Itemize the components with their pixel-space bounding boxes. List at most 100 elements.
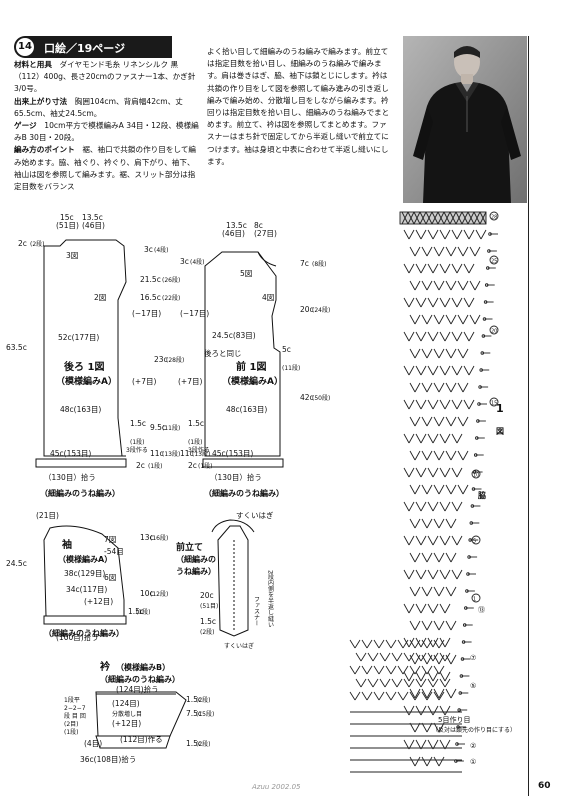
mesh-stitch	[444, 671, 451, 682]
mesh-stitch	[457, 416, 464, 427]
bottom-mesh-stitch	[378, 691, 385, 701]
mesh-stitch	[409, 246, 416, 257]
mesh-stitch	[415, 331, 422, 342]
mesh-stitch	[439, 603, 446, 614]
mesh-stitch	[420, 399, 427, 410]
mesh-stitch	[408, 365, 415, 376]
bottom-mesh-stitch	[373, 639, 380, 649]
back-armhole-height-label: 21.5c	[140, 275, 161, 284]
mesh-stitch	[439, 297, 446, 308]
placket-title: 前立て	[176, 541, 203, 553]
mesh-stitch	[415, 671, 422, 682]
mesh-stitch	[408, 671, 415, 682]
front-neck-stitches-label: (27目)	[254, 229, 277, 238]
mesh-stitch	[433, 620, 440, 631]
mesh-stitch	[420, 671, 427, 682]
mesh-stitch	[421, 518, 428, 529]
back-rib-rows-label: (1段)	[148, 462, 163, 470]
bottom-mesh-stitch	[432, 678, 439, 688]
collar-note-2: 2−2−7	[64, 705, 86, 712]
back-neck-rows-label: (2段)	[30, 240, 45, 248]
mesh-stitch	[438, 756, 445, 767]
mesh-stitch	[420, 263, 427, 274]
mesh-stitch	[421, 620, 428, 631]
bottom-mesh-stitch	[391, 652, 398, 662]
bottom-mesh-stitch	[397, 639, 404, 649]
bottom-mesh-stitch	[391, 678, 398, 688]
page-header-title: 口絵／19ページ	[44, 42, 126, 55]
bottom-mesh-stitch	[438, 639, 445, 649]
mesh-stitch	[445, 552, 452, 563]
mesh-stitch	[427, 399, 434, 410]
mesh-stitch	[414, 552, 421, 563]
band-hatch	[419, 211, 427, 225]
mesh-stitch	[456, 467, 463, 478]
bottom-mesh-stitch	[438, 665, 445, 675]
mesh-stitch	[438, 484, 445, 495]
mesh-stitch	[420, 569, 427, 580]
mesh-stitch	[480, 229, 487, 240]
mesh-stitch	[444, 467, 451, 478]
method-text: 裾、袖口で共鎖の作り目をして編み始めます。脇、袖ぐり、衿ぐり、肩下がり、袖下、袖…	[14, 145, 197, 192]
placket-rows-label: (2段)	[200, 628, 215, 636]
mesh-stitch	[426, 382, 433, 393]
mesh-stitch	[414, 484, 421, 495]
mesh-stitch	[450, 518, 457, 529]
bottom-mesh-stitch	[439, 652, 446, 662]
chart-foundation-note: 5目作り目	[438, 715, 470, 724]
mesh-stitch	[433, 722, 440, 733]
mesh-stitch	[462, 484, 469, 495]
mesh-stitch	[444, 535, 451, 546]
mesh-stitch	[433, 688, 440, 699]
mesh-stitch	[432, 705, 439, 716]
mesh-stitch	[403, 603, 410, 614]
bottom-mesh-stitch	[408, 678, 415, 688]
mesh-stitch	[439, 671, 446, 682]
bottom-mesh-stitch	[379, 678, 386, 688]
bottom-mesh-stitch	[367, 678, 374, 688]
mesh-stitch	[451, 229, 458, 240]
mesh-stitch	[439, 501, 446, 512]
mesh-stitch	[456, 229, 463, 240]
mesh-stitch	[468, 229, 475, 240]
mesh-stitch	[433, 416, 440, 427]
collar-rows-label: (15段)	[196, 710, 214, 718]
mesh-stitch	[420, 739, 427, 750]
mesh-stitch	[427, 705, 434, 716]
mesh-stitch	[457, 484, 464, 495]
sleeve-length-label: 24.5c	[6, 559, 27, 568]
mesh-stitch	[451, 569, 458, 580]
bottom-mesh-stitch	[421, 639, 428, 649]
mesh-stitch	[433, 382, 440, 393]
row-number-10: 10	[473, 473, 479, 479]
mesh-stitch	[403, 501, 410, 512]
sleeve-title: 袖	[61, 538, 72, 551]
mesh-stitch	[445, 246, 452, 257]
mesh-stitch	[415, 297, 422, 308]
mesh-stitch	[450, 688, 457, 699]
placket-length-label: 20c	[200, 591, 214, 600]
bottom-mesh-stitch	[409, 639, 416, 649]
row-number-circle	[489, 325, 499, 335]
mesh-stitch	[408, 331, 415, 342]
mesh-stitch	[438, 280, 445, 291]
mesh-stitch	[414, 280, 421, 291]
row-number-circle	[471, 593, 481, 603]
mesh-stitch	[444, 569, 451, 580]
materials-label: 材料と用具	[14, 60, 52, 69]
mesh-stitch	[444, 637, 451, 648]
placket-subtitle: （細編みの	[176, 554, 216, 564]
front-shoulder-drop-label: 3c	[180, 257, 189, 266]
placket-width-label: 1.5c	[200, 617, 216, 626]
mesh-stitch	[426, 484, 433, 495]
mesh-stitch	[409, 518, 416, 529]
mesh-stitch	[408, 603, 415, 614]
mesh-stitch	[403, 399, 410, 410]
mesh-stitch	[414, 620, 421, 631]
mesh-stitch	[409, 552, 416, 563]
mesh-stitch	[438, 450, 445, 461]
mesh-stitch	[409, 416, 416, 427]
bottom-mesh-stitch	[396, 652, 403, 662]
mesh-stitch	[457, 280, 464, 291]
